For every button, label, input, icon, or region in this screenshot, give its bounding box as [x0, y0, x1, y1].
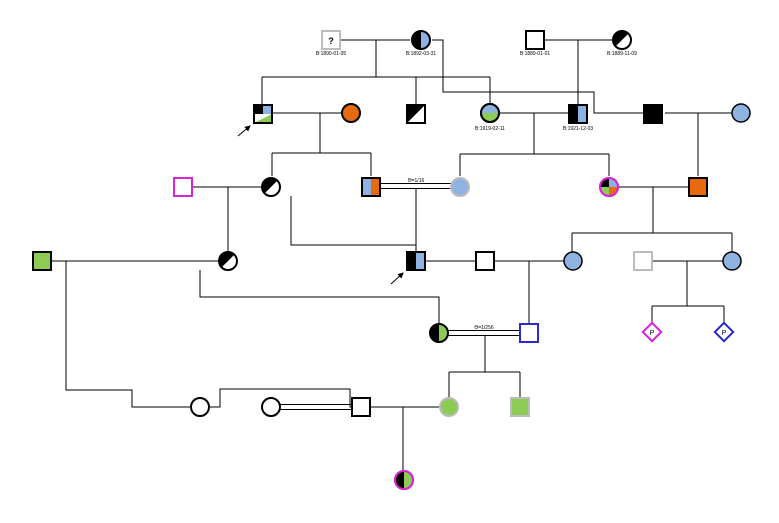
- proband-arrow: [237, 125, 251, 137]
- individual-male-green-grey-outline[interactable]: [510, 397, 530, 417]
- consanguinity-label: Θ=1/256: [474, 325, 494, 331]
- unknown-mark: ?: [328, 36, 334, 46]
- individual-female-blue[interactable]: [731, 103, 751, 123]
- birth-label: B:1890-01-05: [316, 51, 347, 57]
- individual-male-blue-orange[interactable]: [361, 177, 381, 197]
- pregnancy-label: P: [650, 330, 655, 337]
- consanguinity-label: Θ=1/16: [408, 178, 425, 184]
- individual-female-unaffected[interactable]: [261, 397, 281, 417]
- birth-label: B:1889-01-01: [520, 51, 551, 57]
- individual-male-orange[interactable]: [688, 177, 708, 197]
- individual-female-blue-grey-outline[interactable]: [450, 177, 470, 197]
- individual-male-proband-quadrant[interactable]: [253, 104, 273, 124]
- individual-female-diagonal[interactable]: [261, 177, 281, 197]
- relationship-lines: [51, 39, 733, 471]
- proband-arrow: [390, 272, 404, 285]
- individual-male-grey-outline[interactable]: [633, 251, 653, 271]
- individual-female-blue[interactable]: [563, 251, 583, 271]
- individual-female-unaffected[interactable]: [190, 397, 210, 417]
- individual-male-half-blue[interactable]: [568, 104, 588, 124]
- individual-female-blue[interactable]: [722, 251, 742, 271]
- birth-label: B:1892-03-31: [406, 51, 437, 57]
- birth-label: B:1921-12-03: [563, 126, 594, 132]
- individual-male-proband-half-blue[interactable]: [406, 251, 426, 271]
- individual-female-half-green-magenta[interactable]: [394, 470, 414, 490]
- individual-male-unaffected[interactable]: [351, 397, 371, 417]
- individual-female-orange[interactable]: [341, 103, 361, 123]
- pregnancy-label: P: [722, 330, 727, 337]
- individual-male-affected[interactable]: [643, 104, 663, 124]
- individual-female-half-green[interactable]: [429, 323, 449, 343]
- individual-male-unaffected[interactable]: [525, 30, 545, 50]
- individual-female-green-grey-outline[interactable]: [439, 397, 459, 417]
- birth-label: B:1889-11-09: [607, 51, 637, 57]
- individual-female-green-half[interactable]: [480, 103, 500, 123]
- individual-male-magenta-outline[interactable]: [173, 177, 193, 197]
- individual-female-half-blue[interactable]: [411, 30, 431, 50]
- pregnancy-magenta[interactable]: P: [641, 321, 663, 343]
- individual-female-diagonal[interactable]: [218, 251, 238, 271]
- individual-male-diagonal[interactable]: [406, 104, 426, 124]
- individual-male-unaffected[interactable]: [475, 251, 495, 271]
- pregnancy-dark-blue[interactable]: P: [713, 321, 735, 343]
- individual-male-blue-outline[interactable]: [519, 323, 539, 343]
- individual-female-diagonal[interactable]: [612, 30, 632, 50]
- individual-female-multi-quadrant[interactable]: [599, 177, 619, 197]
- individual-male-green[interactable]: [32, 251, 52, 271]
- individual-unknown-male[interactable]: ?: [321, 30, 341, 50]
- birth-label: B:1919-02-11: [475, 126, 505, 132]
